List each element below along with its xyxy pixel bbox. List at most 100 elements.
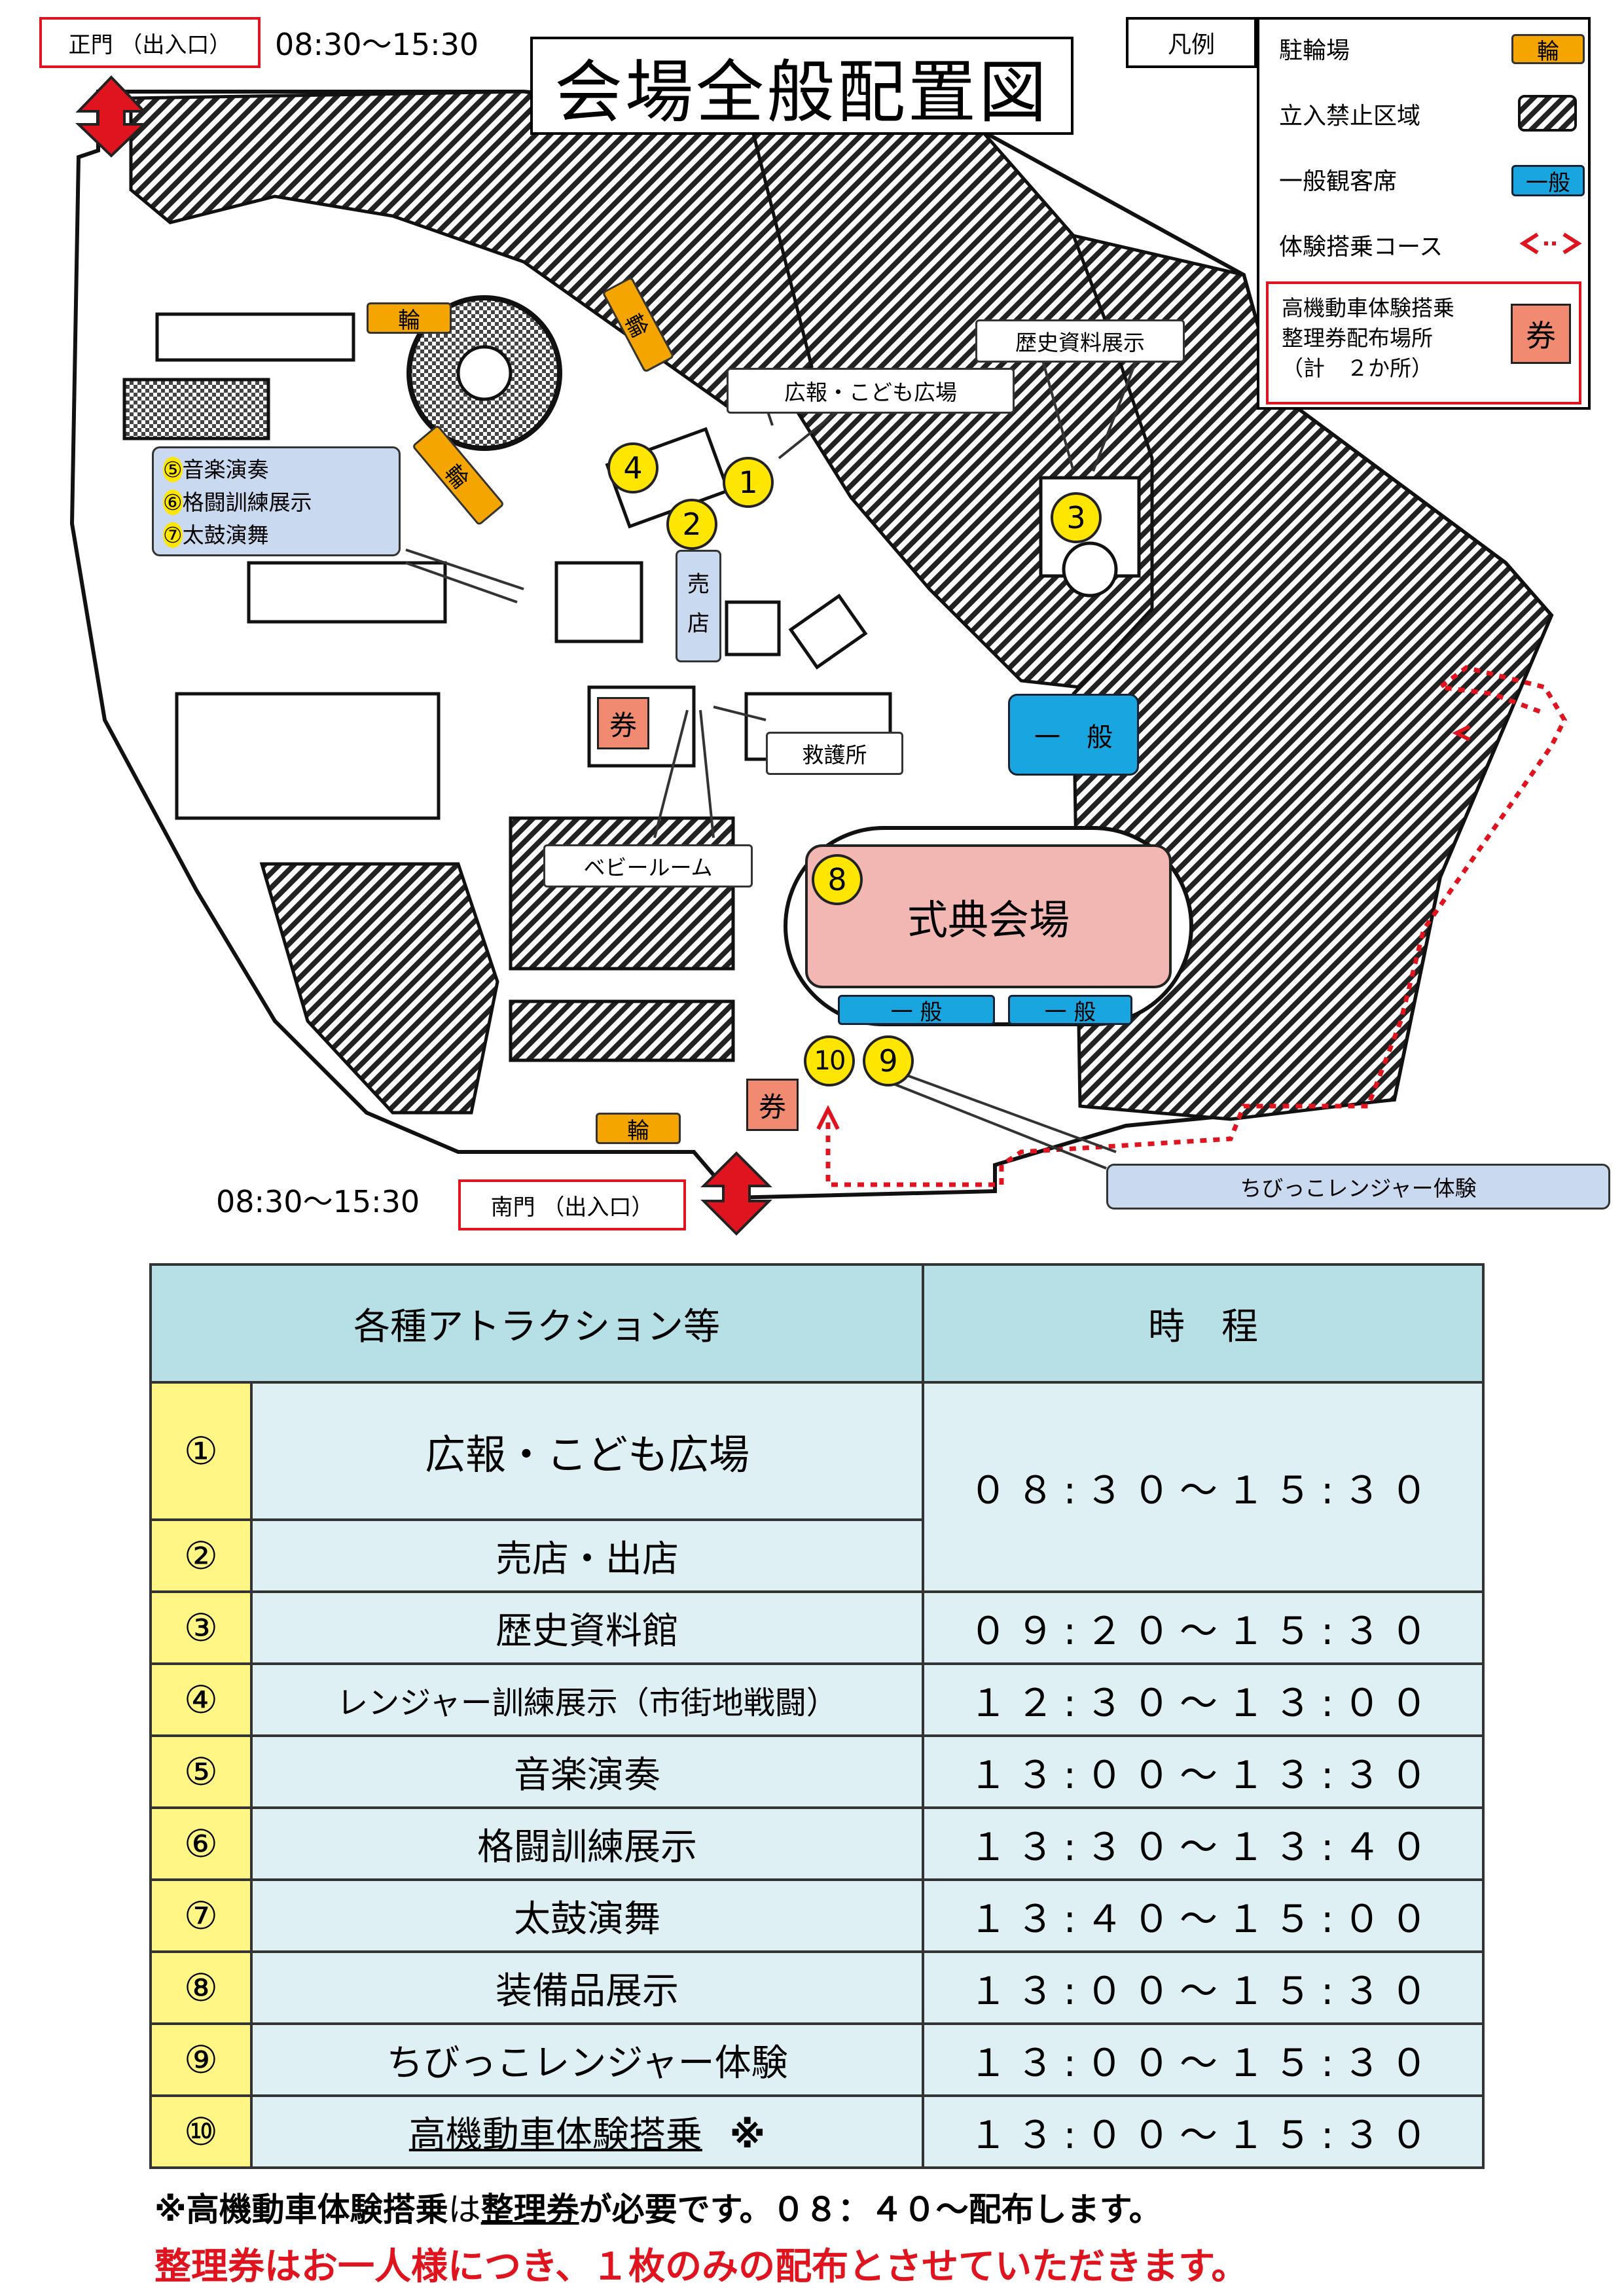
note-part-c: 整理券 <box>480 2191 579 2229</box>
restricted-zone-center <box>509 816 735 971</box>
legend-ticket-tag: 券 <box>1511 304 1571 364</box>
marker-1: 1 <box>723 457 774 508</box>
callout-event-5: ⑤音楽演奏 <box>163 454 389 486</box>
callout-event-5-text: 音楽演奏 <box>182 457 269 482</box>
legend-restricted-swatch <box>1518 95 1577 132</box>
row-num: ④ <box>149 1662 253 1737</box>
table-row: ⑥ 格闘訓練展示 １３:３０〜１３:４０ <box>149 1806 1485 1881</box>
row-num: ⑨ <box>149 2022 253 2097</box>
callout-pr-plaza: 広報・こども広場 <box>727 368 1015 414</box>
marker-8: 8 <box>812 854 863 905</box>
legend-ticket-label: 高機動車体験搭乗 整理券配布場所 （計 ２か所） <box>1282 295 1454 381</box>
shop-box: 売 店 <box>676 550 721 662</box>
table-row: ④ レンジャー訓練展示（市街地戦闘） １２:３０〜１３:００ <box>149 1662 1485 1737</box>
row-name: 格闘訓練展示 <box>250 1806 924 1881</box>
row-num: ⑤ <box>149 1734 253 1809</box>
note-part-a: ※高機動車体験搭乗 <box>154 2191 448 2229</box>
row-num: ② <box>149 1518 253 1593</box>
note-part-d: が必要です。０８：４０〜配布します。 <box>579 2191 1162 2229</box>
row-name: 売店・出店 <box>250 1518 924 1593</box>
callout-history: 歴史資料展示 <box>975 319 1185 363</box>
bicycle-parking-4: 輪 <box>596 1113 681 1144</box>
table-row: ⑦ 太鼓演舞 １３:４０〜１５:００ <box>149 1878 1485 1953</box>
table-row: ⑩ 高機動車体験搭乗 ※ １３:００〜１５:３０ <box>149 2094 1485 2169</box>
legend-general-label: 一般観客席 <box>1279 168 1398 195</box>
note-ticket-required: ※高機動車体験搭乗は整理券が必要です。０８：４０〜配布します。 <box>154 2183 1162 2231</box>
general-seating-south-2: 一 般 <box>1008 995 1132 1026</box>
table-row: ② 売店・出店 <box>149 1518 1483 1593</box>
callout-first-aid: 救護所 <box>766 732 903 775</box>
row-name: 音楽演奏 <box>250 1734 924 1809</box>
row-name-mark: ※ <box>729 2113 766 2157</box>
schedule-table: 各種アトラクション等 時 程 ① 広報・こども広場 ０８:３０〜１５:３０ ② … <box>149 1263 1485 2169</box>
marker-2: 2 <box>666 499 717 550</box>
callout-baby-room: ベビールーム <box>543 844 753 888</box>
table-row: ⑤ 音楽演奏 １３:００〜１３:３０ <box>149 1734 1485 1809</box>
legend-bicycle-label: 駐輪場 <box>1279 37 1350 64</box>
table-row: ① 広報・こども広場 ０８:３０〜１５:３０ <box>149 1381 1485 1593</box>
south-gate-arrow <box>700 1151 772 1236</box>
legend-header-box: 凡例 <box>1126 17 1257 68</box>
legend-course-label: 体験搭乗コース <box>1279 234 1443 260</box>
row-name: ちびっこレンジャー体験 <box>250 2022 924 2097</box>
row-time: １３:００〜１５:３０ <box>922 1950 1485 2025</box>
main-gate-arrow <box>75 75 147 158</box>
marker-9: 9 <box>863 1035 914 1086</box>
legend-course-arrows <box>1519 232 1582 255</box>
ticket-distribution-1: 券 <box>597 697 649 749</box>
row-num: ⑧ <box>149 1950 253 2025</box>
marker-3: 3 <box>1051 492 1102 543</box>
table-header-row: 各種アトラクション等 時 程 <box>149 1263 1485 1384</box>
bicycle-parking-1: 輪 <box>367 302 452 334</box>
row-time: ０９:２０〜１５:３０ <box>922 1590 1485 1665</box>
row-time: ０８:３０〜１５:３０ <box>922 1381 1485 1593</box>
ticket-distribution-2: 券 <box>746 1079 799 1131</box>
table-row: ⑨ ちびっこレンジャー体験 １３:００〜１５:３０ <box>149 2022 1485 2097</box>
callout-event-6: ⑥格闘訓練展示 <box>163 486 389 519</box>
legend-ticket-box: 高機動車体験搭乗 整理券配布場所 （計 ２か所） 券 <box>1266 281 1581 404</box>
legend: 駐輪場 輪 立入禁止区域 一般観客席 一般 体験搭乗コース 高機動車体験搭乗 整… <box>1257 17 1591 410</box>
row-name: 歴史資料館 <box>250 1590 924 1665</box>
row-time: １３:００〜１３:３０ <box>922 1734 1485 1809</box>
restricted-zone-southwest <box>259 862 499 1115</box>
row-name: 高機動車体験搭乗 ※ <box>250 2094 924 2169</box>
callout-event-5-num: ⑤ <box>163 457 183 482</box>
row-name: 装備品展示 <box>250 1950 924 2025</box>
marker-10: 10 <box>804 1035 855 1086</box>
legend-general-tag: 一般 <box>1511 165 1585 196</box>
general-seating-south-1: 一 般 <box>838 995 995 1026</box>
callout-event-6-text: 格闘訓練展示 <box>182 490 312 515</box>
row-num: ⑩ <box>149 2094 253 2169</box>
page-title: 会場全般配置図 <box>530 37 1074 135</box>
table-row: ⑧ 装備品展示 １３:００〜１５:３０ <box>149 1950 1485 2025</box>
general-seating-east: 一 般 <box>1008 694 1139 776</box>
ceremony-venue: 式典会場 <box>805 844 1172 988</box>
callout-chibikko: ちびっこレンジャー体験 <box>1106 1164 1610 1210</box>
south-gate-label: 南門 （出入口） <box>458 1179 686 1230</box>
restricted-zone-east <box>1071 233 1553 1121</box>
callout-event-7-text: 太鼓演舞 <box>182 522 269 548</box>
row-time: １３:００〜１５:３０ <box>922 2022 1485 2097</box>
legend-bicycle-tag: 輪 <box>1511 34 1585 65</box>
legend-restricted-label: 立入禁止区域 <box>1279 103 1421 130</box>
main-gate-hours: 08:30〜15:30 <box>275 27 479 62</box>
row-name: 太鼓演舞 <box>250 1878 924 1953</box>
table-row: ③ 歴史資料館 ０９:２０〜１５:３０ <box>149 1590 1485 1665</box>
main-gate-label: 正門 （出入口） <box>39 17 261 68</box>
row-num: ⑥ <box>149 1806 253 1881</box>
table-header-attraction: 各種アトラクション等 <box>149 1263 924 1384</box>
row-num: ⑦ <box>149 1878 253 1953</box>
callout-event-7: ⑦太鼓演舞 <box>163 519 389 552</box>
experience-course <box>825 665 1567 1187</box>
callout-event-6-num: ⑥ <box>163 490 183 515</box>
row-time: １３:４０〜１５:００ <box>922 1878 1485 1953</box>
note-ticket-limit: 整理券はお一人様につき、１枚のみの配布とさせていただきます。 <box>154 2246 1248 2288</box>
table-header-time: 時 程 <box>922 1263 1485 1384</box>
note-part-b: は <box>448 2191 481 2229</box>
marker-4: 4 <box>607 442 659 493</box>
south-gate-hours: 08:30〜15:30 <box>216 1184 420 1219</box>
row-time: １２:３０〜１３:００ <box>922 1662 1485 1737</box>
row-name-underlined: 高機動車体験搭乗 <box>408 2113 702 2157</box>
row-time: １３:００〜１５:３０ <box>922 2094 1485 2169</box>
row-name: レンジャー訓練展示（市街地戦闘） <box>250 1662 924 1737</box>
